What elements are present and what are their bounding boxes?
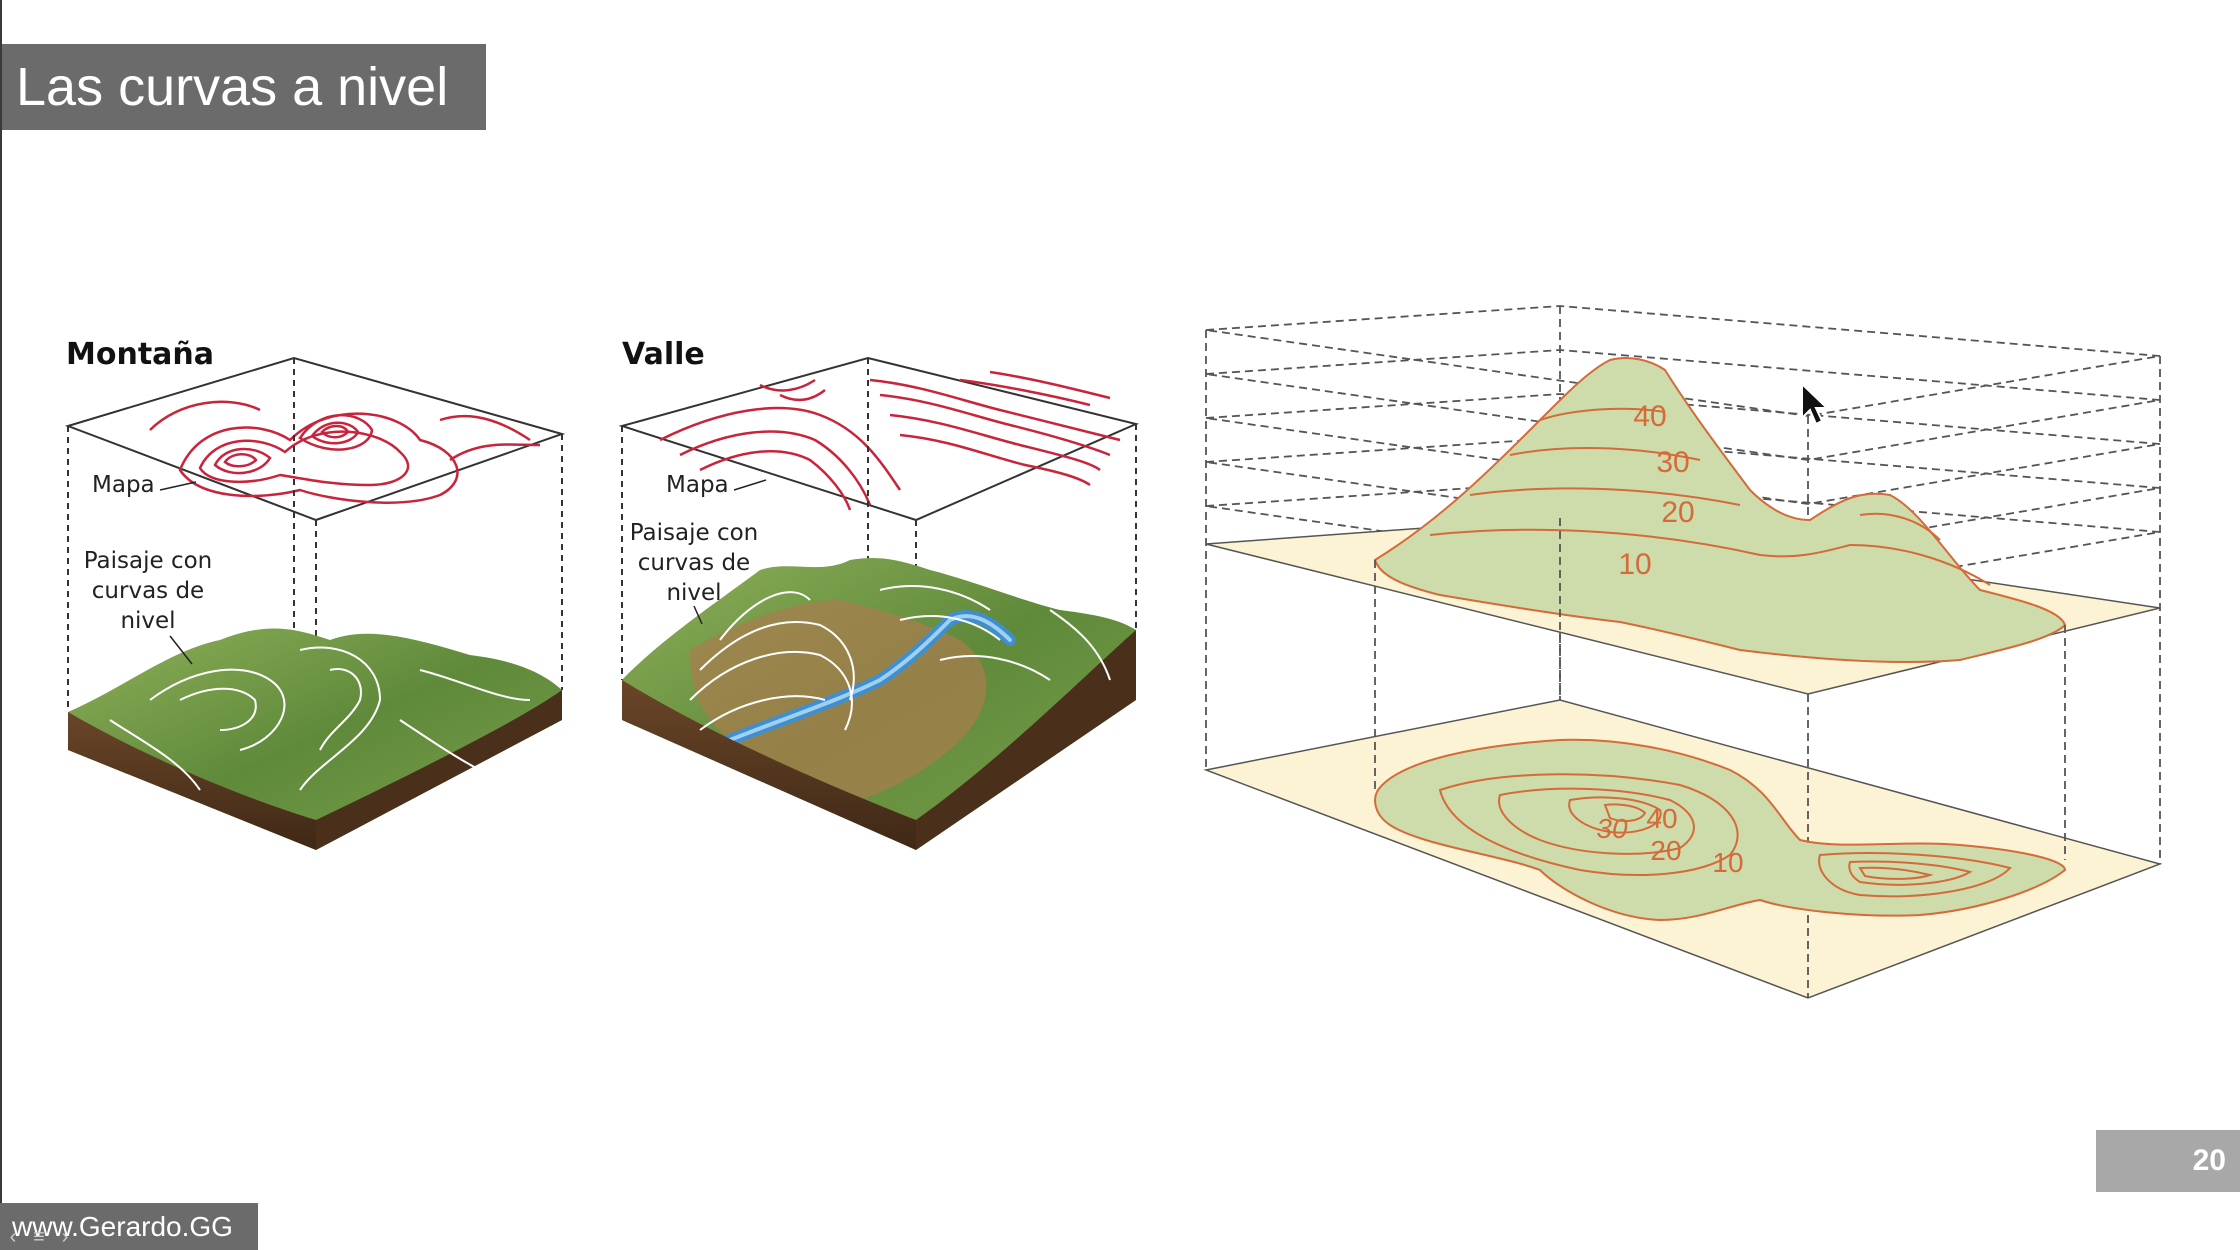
mountain-landscape-label-1: Paisaje con — [84, 548, 213, 574]
terrain-3d — [1375, 358, 2065, 662]
mountain-landscape-label-3: nivel — [120, 608, 175, 634]
slide-nav-controls[interactable]: ‹ ≡ › — [2, 1226, 76, 1250]
valley-map-label: Mapa — [666, 472, 729, 498]
nav-menu-icon[interactable]: ≡ — [28, 1226, 50, 1248]
elevation-label-30: 30 — [1656, 446, 1689, 479]
mountain-map-label: Mapa — [92, 472, 155, 498]
page-number-badge: 20 — [2096, 1130, 2240, 1192]
elevation-label-10: 10 — [1618, 548, 1651, 581]
map-label-20: 20 — [1650, 835, 1681, 866]
map-label-10: 10 — [1712, 847, 1743, 878]
mountain-block: Montaña — [66, 337, 562, 850]
valley-landscape-label-3: nivel — [666, 580, 721, 606]
map-label-40: 40 — [1646, 803, 1677, 834]
mountain-heading: Montaña — [66, 337, 214, 372]
elevation-label-20: 20 — [1661, 496, 1694, 529]
nav-next-icon[interactable]: › — [54, 1226, 76, 1248]
valley-landscape-label-2: curvas de — [638, 550, 750, 576]
valley-block: Valle — [622, 337, 1136, 850]
layers-diagram: 40 30 20 10 40 30 20 10 — [1206, 306, 2160, 998]
elevation-label-40: 40 — [1633, 400, 1666, 433]
mountain-landscape-label-2: curvas de — [92, 578, 204, 604]
cursor-arrow-icon — [1800, 382, 1830, 428]
nav-prev-icon[interactable]: ‹ — [2, 1226, 24, 1248]
valley-landscape-label-1: Paisaje con — [630, 520, 759, 546]
map-label-30: 30 — [1596, 813, 1628, 844]
valley-heading: Valle — [622, 337, 705, 372]
